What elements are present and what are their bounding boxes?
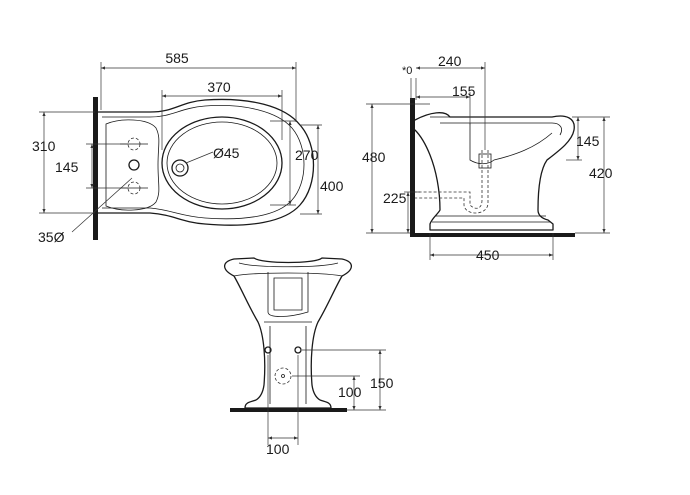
dim-waste-height: 225 — [383, 190, 407, 206]
front-view: 150 100 100 — [223, 257, 394, 457]
side-view-outline — [414, 112, 575, 231]
side-view-base — [432, 215, 551, 223]
dim-hole-diameter: Ø45 — [213, 145, 240, 161]
top-view-rim — [102, 105, 305, 220]
front-view-trap — [267, 272, 309, 317]
top-view-bowl-inner — [166, 121, 278, 205]
top-view-bowl — [161, 116, 283, 210]
drain-hole — [171, 159, 189, 177]
side-view-floor — [410, 233, 575, 237]
dim-bowl-length: 370 — [207, 79, 231, 95]
front-view-rim — [233, 262, 343, 277]
front-view-floor — [230, 408, 347, 412]
dim-total-height: 480 — [362, 149, 386, 165]
dim-waste-offset: 155 — [452, 83, 476, 99]
drain-hole-inner — [175, 163, 185, 173]
supply-hole-right — [294, 346, 302, 354]
side-view-waste-trap — [478, 153, 492, 169]
supply-hole-left — [264, 346, 272, 354]
dim-back-height: 310 — [32, 138, 56, 154]
side-view: *0 240 155 480 420 145 225 450 — [362, 53, 613, 263]
dim-waste-height-front: 100 — [338, 384, 362, 400]
top-view: 585 370 Ø45 270 400 310 145 35Ø — [32, 50, 344, 245]
front-view-inner — [264, 321, 312, 404]
dim-overall-length: 585 — [165, 50, 189, 66]
dim-tap-spacing: 145 — [55, 159, 79, 175]
tap-hole-middle — [128, 159, 140, 171]
side-view-rim — [430, 116, 562, 136]
dim-rim-height: 420 — [589, 165, 613, 181]
dim-top-offset: 240 — [438, 53, 462, 69]
top-view-wall — [93, 97, 98, 240]
dim-base-width: 100 — [266, 441, 290, 457]
dim-wall-clearance: *0 — [402, 65, 412, 77]
dim-tap-hole: 35Ø — [38, 229, 65, 245]
dim-supply-height: 150 — [370, 375, 394, 391]
top-view-outline — [97, 98, 315, 226]
top-view-deck — [105, 119, 160, 211]
side-view-bowl — [469, 123, 553, 165]
side-view-wall — [410, 98, 415, 236]
waste-hole — [274, 367, 292, 385]
dim-rim-depth: 145 — [576, 133, 600, 149]
dim-overall-width: 400 — [320, 178, 344, 194]
side-view-waste — [415, 150, 489, 214]
waste-hole-center — [281, 374, 285, 378]
front-view-outline — [223, 257, 353, 409]
dim-base-length: 450 — [476, 247, 500, 263]
dim-bowl-width: 270 — [295, 147, 319, 163]
